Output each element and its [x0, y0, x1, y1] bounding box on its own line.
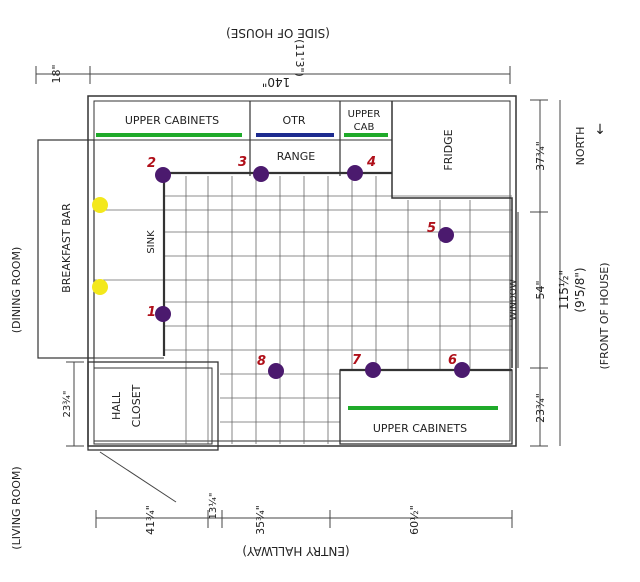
marker-3: 3 [238, 155, 269, 182]
breakfast-bar [37, 139, 164, 359]
breakfast-bar-label: BREAKFAST BAR [60, 203, 73, 293]
hall-closet-label-2: CLOSET [130, 384, 143, 427]
right-dimension-lines [530, 99, 561, 447]
marker-7: 7 [352, 353, 381, 378]
marker-1: 1 [147, 305, 171, 322]
marker-dot [155, 306, 171, 322]
fridge-label: FRIDGE [442, 129, 455, 170]
marker-6: 6 [448, 353, 470, 378]
side-dim-feet-label: (11'3") [293, 39, 306, 77]
marker-8: 8 [257, 354, 284, 379]
marker-number: 8 [257, 354, 266, 369]
marker-number: 3 [238, 155, 247, 170]
marker-dot [253, 166, 269, 182]
dim-41-label: 41¾" [144, 505, 157, 535]
north-label: NORTH [574, 127, 587, 166]
marker-dot [454, 362, 470, 378]
window-label: WINDOW [509, 279, 519, 320]
upper-cab-label: UPPER [348, 109, 381, 120]
hall-closet-label-1: HALL [110, 391, 123, 420]
entry-hallway-label: (ENTRY HALLWAY) [242, 544, 349, 558]
upper-cabinets-bottom-label: UPPER CABINETS [373, 422, 467, 435]
dim-23-right-label: 23¾" [534, 393, 547, 423]
dim-54-label: 54" [534, 280, 547, 299]
living-room-label: (LIVING ROOM) [10, 466, 23, 549]
yellow-marker-upper [92, 197, 108, 213]
dim-37-label: 37¾" [534, 141, 547, 171]
front-of-house-label: (FRONT OF HOUSE) [598, 262, 611, 369]
marker-4: 4 [347, 155, 376, 181]
marker-2: 2 [147, 156, 171, 183]
upper-cabinet-row-top [94, 101, 392, 356]
marker-number: 7 [352, 353, 362, 368]
side-of-house-label: (SIDE OF HOUSE) [226, 26, 330, 40]
marker-dot [365, 362, 381, 378]
marker-5: 5 [427, 221, 454, 243]
bottom-dimension-line [95, 510, 513, 528]
hall-closet [87, 361, 219, 503]
upper-cabinets-top-label: UPPER CABINETS [125, 114, 219, 127]
left-dimension-line [66, 361, 84, 447]
marker-number: 4 [366, 155, 376, 170]
marker-number: 2 [147, 156, 156, 171]
north-arrow-icon: ↓ [594, 122, 606, 138]
dim-115-label: 115½" [557, 270, 571, 310]
dim-23-left-label: 23¾" [62, 390, 73, 417]
side-dim-top-label: 140" [262, 75, 290, 89]
marker-dot [347, 165, 363, 181]
fridge-area [391, 101, 513, 212]
marker-dot [268, 363, 284, 379]
marker-dot [155, 167, 171, 183]
otr-label: OTR [282, 114, 305, 127]
dim-35-label: 35¾" [254, 505, 267, 535]
dim-958-label: (9'5/8") [573, 267, 587, 312]
top-dimension-line [35, 66, 511, 84]
dim-13-label: 13¼" [207, 492, 219, 519]
sink-label: SINK [146, 230, 157, 254]
window [511, 212, 519, 368]
dim-60-label: 60½" [408, 505, 421, 535]
marker-number: 5 [427, 221, 436, 236]
yellow-marker-lower [92, 279, 108, 295]
marker-dot [438, 227, 454, 243]
range-label: RANGE [277, 150, 315, 163]
marker-number: 1 [147, 305, 156, 320]
upper-cab-label-2: CAB [354, 122, 375, 133]
dining-room-label: (DINING ROOM) [10, 247, 23, 333]
marker-number: 6 [448, 353, 457, 368]
